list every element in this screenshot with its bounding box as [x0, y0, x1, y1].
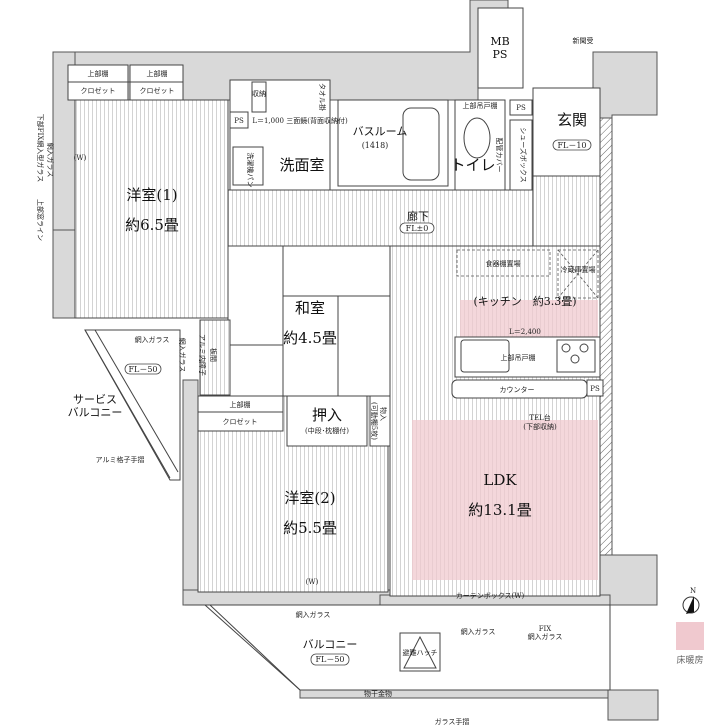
oshiire-note: (中段･枕棚付) [305, 426, 349, 435]
ps-label: PS [516, 104, 526, 112]
oshiire [286, 395, 368, 447]
fridge-label: 冷蔵庫置場 [561, 265, 596, 274]
north-compass-icon: N [682, 587, 700, 614]
washer-pan-label: 洗濯機パン [246, 152, 255, 187]
room-name-bathroom: バスルーム [353, 125, 408, 138]
itama-label: 板間 [209, 348, 218, 362]
mbps-line1: MB [490, 35, 509, 48]
toilet-bowl [463, 117, 491, 159]
shoe-box-label: シューズボックス [519, 127, 528, 182]
movable-shelf-label: (可動棚5枚) [370, 402, 379, 440]
bathtub [402, 107, 440, 181]
escape-hatch-label: 避難ハッチ [403, 648, 438, 657]
ps-box-2 [509, 99, 533, 116]
room-name-western-1: 洋室(1) [126, 186, 177, 204]
alum-shoji-label: アルミ内障子 [198, 334, 207, 376]
mbps [477, 7, 524, 89]
fix-glass-label: FIX [539, 625, 552, 633]
curtain-box-label: カーテンボックス(W) [456, 592, 525, 600]
sink [460, 339, 510, 373]
kitchen-length-label: L＝2,400 [509, 328, 541, 336]
service-balcony-fl: FL－50 [128, 365, 157, 374]
balcony-fl: FL－50 [315, 655, 344, 664]
lower-fix-label: 下部FIX網入型ガラス [36, 114, 45, 182]
kitchen-upper-label: 上部吊戸棚 [501, 353, 536, 362]
drying-hardware-label: 物干金物 [364, 689, 392, 698]
room-name-balcony: バルコニー [303, 638, 358, 651]
room-name-entrance: 玄関 [557, 111, 587, 129]
room-western-1 [74, 99, 229, 319]
floor-heating-legend: 床暖房 [676, 654, 703, 666]
toilet-shelf-label: 上部吊戸棚 [463, 101, 498, 110]
fix-wired-glass-label: 網入ガラス [528, 632, 563, 641]
storage-label: 収納 [252, 89, 266, 98]
wired-glass-label: 網入ガラス [296, 610, 331, 619]
window-w-label: (W) [306, 578, 319, 586]
room-name-western-2: 洋室(2) [284, 489, 335, 507]
storage-room-label: 物入 [379, 407, 388, 421]
wired-glass-label: 網入ガラス [178, 338, 187, 373]
balcony [185, 604, 611, 691]
hallway-fl: FL±0 [406, 224, 429, 233]
tel-storage-label: (下部収納) [523, 422, 557, 431]
wired-glass-label: 網入ガラス [135, 335, 170, 344]
ps-label: PS [590, 385, 600, 393]
room-size-western-1: 約6.5畳 [125, 216, 179, 234]
room-entrance [532, 87, 601, 177]
room-size-japanese: 約4.5畳 [283, 329, 337, 347]
upper-shelf-label: 上部棚 [230, 400, 251, 409]
ps-label: PS [234, 117, 244, 125]
upper-window-label: 上部窓ライン [36, 199, 45, 241]
floor-heating-ldk [412, 420, 598, 580]
counter-label: カウンター [500, 385, 535, 394]
floor-heating-swatch [676, 622, 704, 650]
newspaper-label: 新聞受 [573, 36, 594, 45]
washer-pan [232, 146, 264, 186]
room-name-oshiire: 押入 [312, 406, 342, 424]
window-w-label-1: (W) [74, 154, 87, 162]
alum-rail-label: アルミ格子手摺 [96, 455, 145, 464]
wired-glass-label: 網入ガラス [461, 627, 496, 636]
bathroom-size: (1418) [362, 141, 389, 150]
dish-shelf-label: 食器棚置場 [486, 259, 521, 268]
room-name-japanese: 和室 [295, 299, 325, 317]
closet-label: クロゼット [223, 417, 258, 426]
floor-heating-kitchen [460, 300, 598, 338]
room-name-washroom: 洗面室 [279, 156, 324, 174]
closet-label: クロゼット [140, 86, 175, 95]
closet-label: クロゼット [81, 86, 116, 95]
vanity-label: L＝1,000 三面鏡(背面収納付) [252, 116, 348, 125]
service-balcony-name-2: バルコニー [68, 406, 123, 419]
pipe-cover-label: 配管カバー [495, 138, 504, 173]
room-name-toilet: トイレ [450, 156, 495, 174]
stove [556, 339, 596, 373]
room-size-ldk: 約13.1畳 [468, 501, 531, 519]
room-japanese [227, 245, 391, 397]
mbps-line2: PS [493, 48, 508, 61]
storage-box [251, 81, 267, 113]
towel-rack-label: タオル掛 [318, 83, 327, 111]
compass-label: N [690, 587, 696, 595]
service-balcony-name-1: サービス [73, 393, 117, 406]
escape-hatch [399, 632, 441, 672]
storage-room [369, 395, 391, 447]
room-size-western-2: 約5.5畳 [283, 519, 337, 537]
entrance-fl: FL－10 [557, 141, 586, 150]
room-name-kitchen: (キッチン 約3.3畳) [473, 294, 576, 308]
room-name-ldk: LDK [483, 471, 517, 489]
wired-glass-label: 網入ガラス [46, 143, 55, 178]
upper-shelf-label: 上部棚 [147, 69, 168, 78]
tel-label: TEL台 [529, 413, 550, 422]
glass-rail-label: ガラス手摺 [435, 717, 470, 726]
upper-shelf-label: 上部棚 [88, 69, 109, 78]
room-name-hallway: 廊下 [407, 209, 429, 223]
